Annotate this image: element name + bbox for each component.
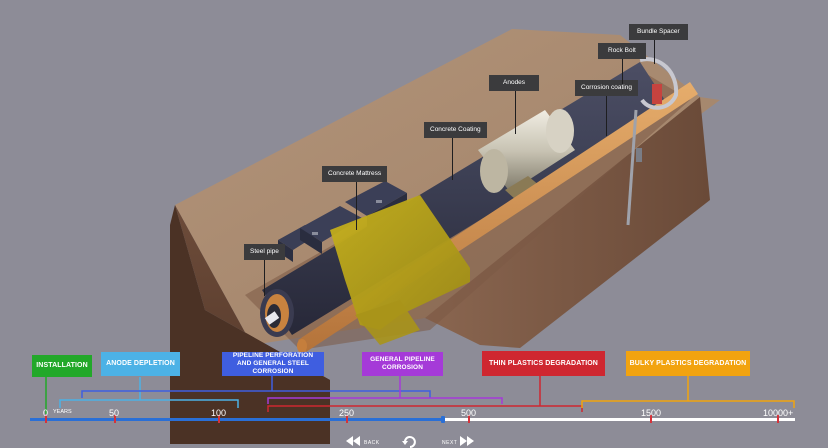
phase-pipeline-perforation-button[interactable]: PIPELINE PERFORATION AND GENERAL STEEL C… [222, 352, 324, 376]
bundle-spacer-leader [654, 38, 655, 64]
rock-bolt-callout: Rock Bolt [598, 43, 646, 59]
timeline-progress-fill [30, 418, 443, 421]
steel-pipe-leader [264, 256, 265, 296]
steel-pipe-callout: Steel pipe [244, 244, 285, 260]
concrete-coating-callout: Concrete Coating [424, 122, 487, 138]
anodes-callout: Anodes [489, 75, 540, 91]
concrete-mattress-leader [356, 180, 357, 230]
timeline-track[interactable] [30, 418, 795, 421]
back-button[interactable]: BACK [346, 434, 386, 446]
rock-bolt-leader [622, 54, 623, 84]
timeline-handle[interactable] [441, 416, 445, 423]
tick-10000 [777, 415, 779, 423]
corrosion-coating-callout: Corrosion coating [575, 80, 638, 96]
tick-50 [114, 415, 116, 423]
double-chevron-right-icon [460, 436, 474, 446]
tick-label-500: 500 [461, 408, 477, 418]
corrosion-coating-leader [606, 92, 607, 136]
tick-0 [45, 415, 47, 423]
concrete-coating-leader [452, 134, 453, 180]
phase-bulky-plastics-button[interactable]: BULKY PLASTICS DEGRADATION [626, 351, 750, 376]
bundle-spacer-callout: Bundle Spacer [629, 24, 688, 40]
tick-500 [468, 415, 470, 423]
next-button[interactable]: NEXT [442, 434, 482, 446]
phase-general-corrosion-button[interactable]: GENERAL PIPELINE CORROSION [362, 352, 443, 376]
tick-1500 [650, 415, 652, 423]
tick-label-250: 250 [339, 408, 355, 418]
phase-anode-depletion-button[interactable]: ANODE DEPLETION [101, 352, 180, 376]
phase-installation-button[interactable]: INSTALLATION [32, 355, 92, 377]
tick-label-10000: 10000+ [763, 408, 794, 418]
next-label: NEXT [442, 440, 458, 446]
concrete-mattress-callout: Concrete Mattress [322, 166, 388, 182]
tick-100 [218, 415, 220, 423]
tick-label-100: 100 [211, 408, 227, 418]
tick-label-0: 0 [43, 408, 49, 418]
tick-label-1500: 1500 [641, 408, 662, 418]
anodes-leader [515, 86, 516, 134]
tick-250 [346, 415, 348, 423]
back-label: BACK [364, 440, 380, 446]
replay-icon [402, 436, 416, 448]
tick-label-50: 50 [109, 408, 120, 418]
double-chevron-left-icon [346, 436, 360, 446]
replay-button[interactable] [402, 434, 418, 448]
years-unit-label: YEARS [53, 409, 72, 415]
phase-thin-plastics-button[interactable]: THIN PLASTICS DEGRADATION [482, 351, 605, 376]
